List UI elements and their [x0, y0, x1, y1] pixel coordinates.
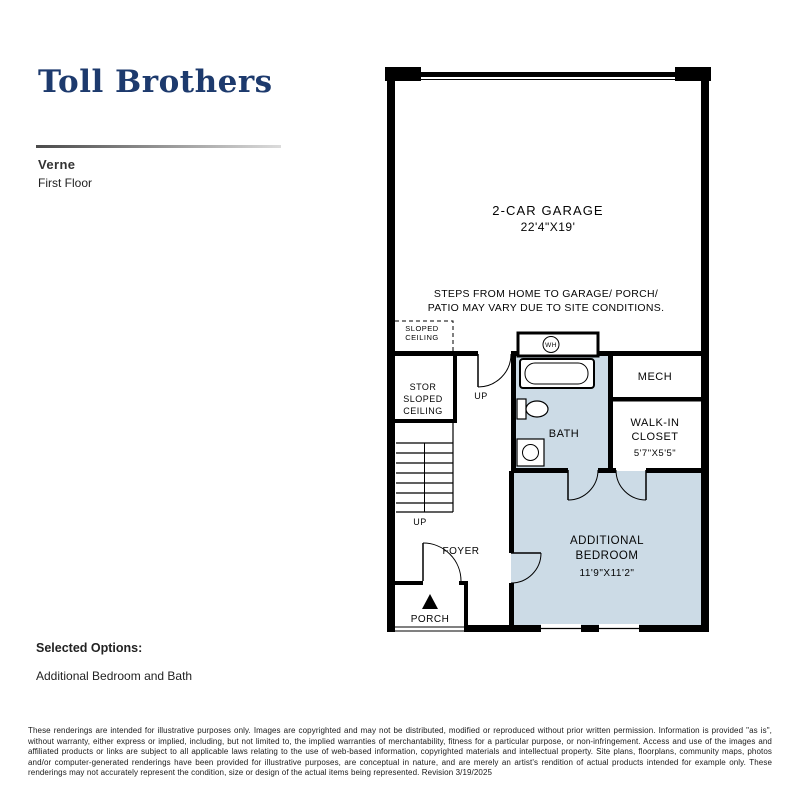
room-labels: 2-CAR GARAGE 22'4"X19' STEPS FROM HOME T…: [403, 203, 679, 625]
bathtub-inner-line: [524, 362, 589, 385]
porch-label: PORCH: [411, 614, 450, 625]
bath-closet-bottom-wall-mid: [598, 468, 616, 473]
porch-top-wall-right: [459, 581, 468, 585]
top-wall: [387, 72, 709, 77]
sink-basin-icon: [522, 444, 539, 461]
bedroom-label-line2: BEDROOM: [576, 550, 639, 562]
bedroom-left-wall-upper: [509, 471, 514, 553]
bath-bottom-wall: [511, 468, 568, 473]
selected-options-heading: Selected Options:: [36, 641, 143, 655]
legal-disclaimer: These renderings are intended for illust…: [28, 726, 772, 778]
toilet-tank-icon: [516, 398, 527, 420]
bathtub-icon: [519, 358, 595, 389]
floor-plan-drawing: 2-CAR GARAGE 22'4"X19' STEPS FROM HOME T…: [383, 63, 713, 638]
foyer-label: FOYER: [443, 546, 480, 557]
stor-label-line1: STOR: [410, 382, 437, 392]
steps-note-line2: PATIO MAY VARY DUE TO SITE CONDITIONS.: [428, 302, 665, 314]
mech-closet-divider-wall: [613, 397, 701, 402]
porch-opening: [395, 624, 464, 633]
sloped-ceiling-label-line2: CEILING: [405, 333, 439, 342]
garage-door-arc: [477, 353, 512, 388]
porch-top-wall: [393, 581, 423, 585]
left-wall: [387, 72, 395, 632]
selected-options-item: Additional Bedroom and Bath: [36, 669, 193, 683]
bath-left-wall: [511, 351, 516, 471]
bath-fixtures: [516, 358, 595, 467]
floor-plan-svg: 2-CAR GARAGE 22'4"X19' STEPS FROM HOME T…: [385, 67, 711, 633]
stor-label-line2: SLOPED: [403, 394, 443, 404]
bath-label: BATH: [549, 428, 580, 440]
mech-label: MECH: [638, 371, 672, 383]
walkin-closet-label-line1: WALK-IN: [631, 417, 680, 429]
walkin-closet-dims: 5'7"X5'5": [634, 448, 676, 459]
stor-label-line3: CEILING: [403, 406, 443, 416]
water-heater-label: WH: [545, 342, 557, 349]
header-divider: [36, 145, 281, 148]
floor-name: First Floor: [38, 176, 92, 190]
stor-right-wall: [453, 351, 457, 423]
porch-right-wall: [464, 581, 468, 629]
sloped-ceiling-label-line1: SLOPED: [405, 324, 439, 333]
garage-label: 2-CAR GARAGE: [492, 203, 603, 218]
steps-note-line1: STEPS FROM HOME TO GARAGE/ PORCH/: [434, 288, 658, 300]
stairs: [396, 423, 454, 513]
bedroom-door-arc: [510, 552, 542, 584]
sloped-ceiling-dashed-line: [395, 320, 454, 351]
sink-counter-icon: [516, 438, 545, 467]
garage-dims: 22'4"X19': [521, 220, 576, 234]
up-label-upper: UP: [474, 391, 488, 401]
closet-bottom-wall: [646, 468, 701, 473]
entry-arrow-icon: [422, 594, 438, 609]
interior-walls: [393, 320, 709, 629]
bath-door-arc: [567, 469, 599, 501]
garage-bottom-wall-left: [393, 351, 478, 356]
closet-door-arc: [615, 469, 647, 501]
bedroom-room-fill: [511, 471, 701, 625]
plan-name: Verne: [38, 157, 76, 172]
bedroom-left-wall-lower: [509, 583, 514, 629]
water-heater-nook: [516, 331, 600, 358]
stor-bottom-wall: [393, 419, 457, 423]
walkin-closet-label-line2: CLOSET: [631, 431, 678, 443]
water-heater-icon: [542, 336, 560, 353]
entry-door-arc: [422, 542, 462, 582]
bedroom-dims: 11'9"X11'2": [580, 568, 635, 579]
bedroom-label-line1: ADDITIONAL: [570, 535, 644, 547]
toilet-bowl-icon: [525, 400, 549, 418]
toll-brothers-logo: Toll Brothers: [38, 64, 273, 100]
up-label-lower: UP: [413, 517, 427, 527]
bath-closet-divider-wall: [608, 351, 613, 471]
